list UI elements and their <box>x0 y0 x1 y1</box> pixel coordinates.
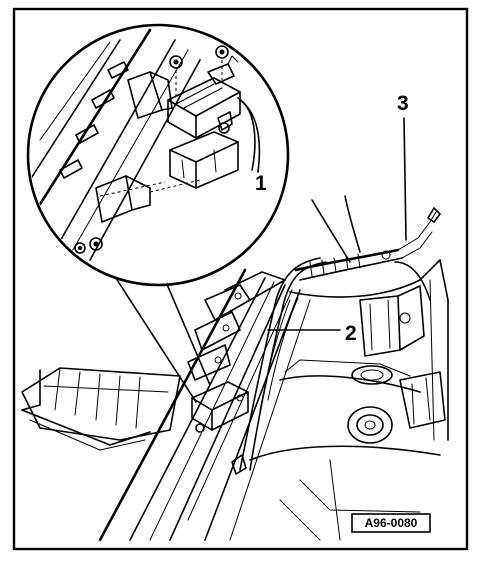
detail-magnifier <box>26 23 290 287</box>
magnifier-connector-right <box>165 281 211 386</box>
callout-3-leader <box>403 117 407 241</box>
callout-1-leader <box>237 97 261 173</box>
callout-2-label: 2 <box>345 322 357 345</box>
callout-1-label: 1 <box>255 172 267 195</box>
callout-3-label: 3 <box>397 92 409 115</box>
figure-frame <box>12 7 469 551</box>
magnifier-connector-left <box>111 271 197 403</box>
figure-code-box: A96-0080 <box>351 513 431 533</box>
vehicle-floor-illustration <box>21 195 449 542</box>
figure-code: A96-0080 <box>365 516 418 530</box>
